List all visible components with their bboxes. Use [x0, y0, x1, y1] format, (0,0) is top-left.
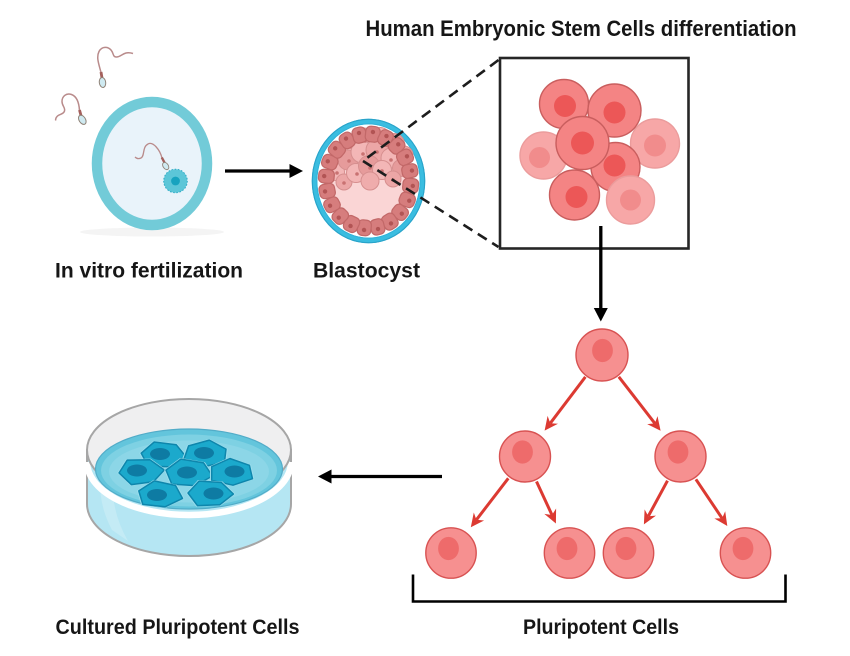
svg-text:Human Embryonic Stem Cells dif: Human Embryonic Stem Cells differentiati…: [366, 16, 797, 41]
svg-text:Pluripotent Cells: Pluripotent Cells: [523, 616, 679, 639]
svg-text:In vitro fertilization: In vitro fertilization: [55, 260, 243, 283]
svg-text:Cultured Pluripotent Cells: Cultured Pluripotent Cells: [56, 616, 300, 639]
svg-text:Blastocyst: Blastocyst: [313, 260, 420, 283]
